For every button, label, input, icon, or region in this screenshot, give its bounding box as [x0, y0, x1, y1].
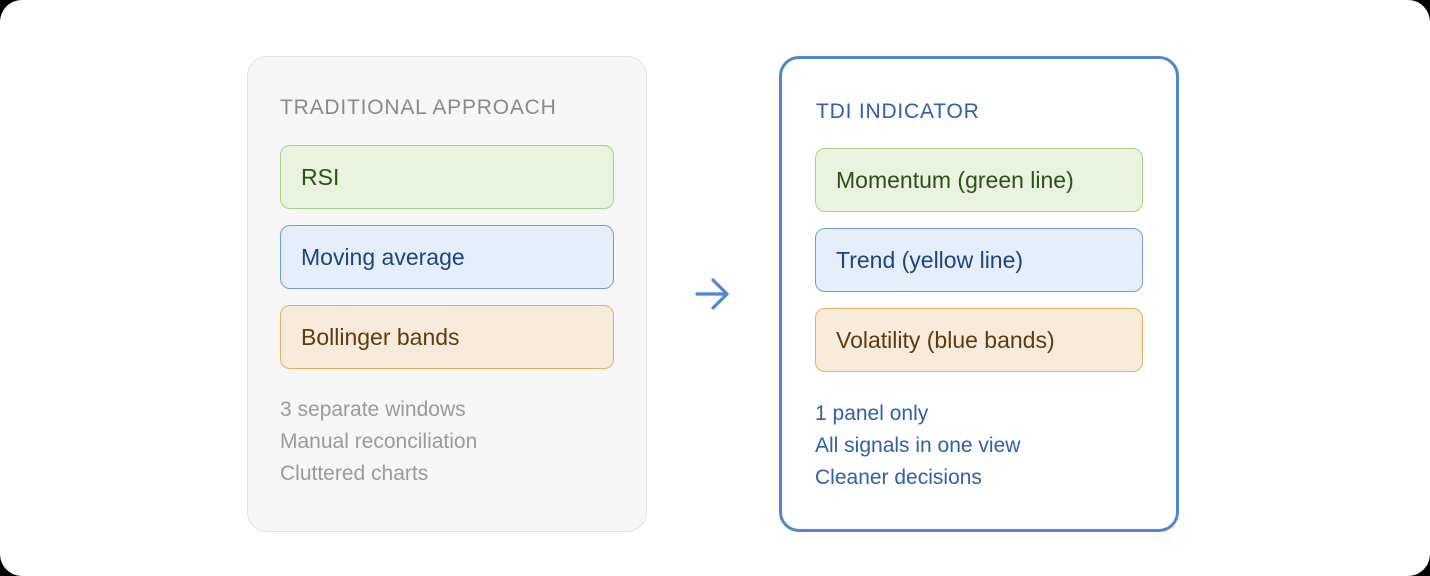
note-text: All signals in one view: [815, 434, 1021, 457]
tdi-indicator-card: TDI INDICATOR Momentum (green line) Tren…: [779, 56, 1179, 532]
volatility-box: Volatility (blue bands): [815, 308, 1143, 372]
note-text: 3 separate windows: [280, 398, 466, 421]
item-label: Bollinger bands: [301, 323, 460, 350]
item-label: Trend (yellow line): [836, 246, 1024, 273]
note-text: 1 panel only: [815, 402, 929, 425]
item-label: Moving average: [301, 243, 465, 270]
bollinger-bands-box: Bollinger bands: [280, 305, 614, 369]
note-text: Manual reconciliation: [280, 430, 478, 453]
rsi-box: RSI: [280, 145, 614, 209]
item-label: Momentum (green line): [836, 166, 1074, 193]
moving-average-box: Moving average: [280, 225, 614, 289]
trend-box: Trend (yellow line): [815, 228, 1143, 292]
item-label: Volatility (blue bands): [836, 326, 1055, 353]
momentum-box: Momentum (green line): [815, 148, 1143, 212]
arrow-right-icon: [695, 278, 729, 310]
item-label: RSI: [301, 163, 340, 190]
notes-list: 3 separate windows Manual reconciliation…: [280, 394, 477, 490]
notes-list: 1 panel only All signals in one view Cle…: [815, 398, 1020, 494]
note-text: Cluttered charts: [280, 462, 429, 485]
card-title: TDI INDICATOR: [816, 100, 980, 123]
traditional-approach-card: TRADITIONAL APPROACH RSI Moving average …: [247, 56, 647, 532]
card-title: TRADITIONAL APPROACH: [280, 96, 557, 119]
note-text: Cleaner decisions: [815, 466, 982, 489]
